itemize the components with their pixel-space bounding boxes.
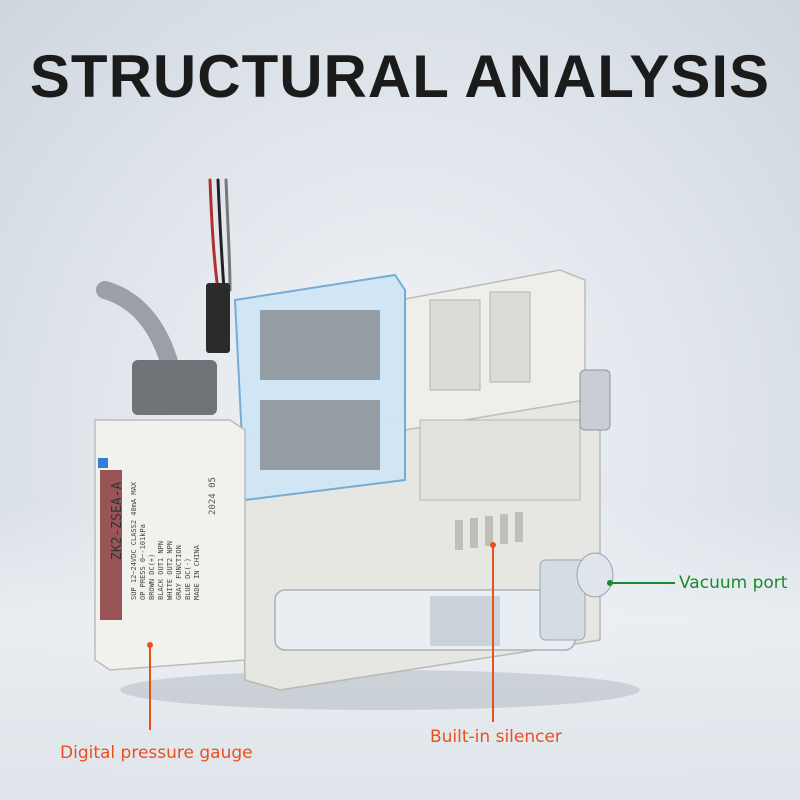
page-title: STRUCTURAL ANALYSIS: [29, 43, 771, 110]
digital-pressure-gauge: [94, 419, 246, 671]
built-in-silencer-label: Built-in silencer: [430, 727, 562, 747]
vacuum-port-fitting: [576, 369, 614, 598]
silencer-tube: [274, 559, 586, 651]
gauge-spec-line: BLUE DC(-): [184, 557, 192, 600]
gauge-date-text: 2024 05: [208, 477, 218, 515]
vacuum-port-label: Vacuum port: [679, 573, 788, 593]
leader-lines: [147, 542, 675, 730]
gauge-spec-line: MADE IN CHINA: [193, 545, 201, 600]
digital-pressure-gauge-label: Digital pressure gauge: [60, 743, 253, 763]
gauge-spec-line: OP PRESS 0~-101kPa: [139, 524, 147, 600]
cables: [96, 178, 232, 374]
gauge-spec-line: WHITE OUT2 NPN: [166, 540, 174, 600]
gauge-spec-line: BROWN DC(+): [148, 553, 156, 600]
solenoid-valve: [206, 273, 406, 502]
gauge-model-text: ZK2-ZSEA-A: [110, 481, 125, 560]
gauge-spec-line: GRAY FUNCTION: [175, 545, 183, 600]
gauge-spec-line: BLACK OUT1 NPN: [157, 540, 165, 600]
gauge-connector: [132, 360, 217, 415]
gauge-spec-line: SUP 12~24VDC CLASS2 40mA MAX: [130, 481, 138, 600]
